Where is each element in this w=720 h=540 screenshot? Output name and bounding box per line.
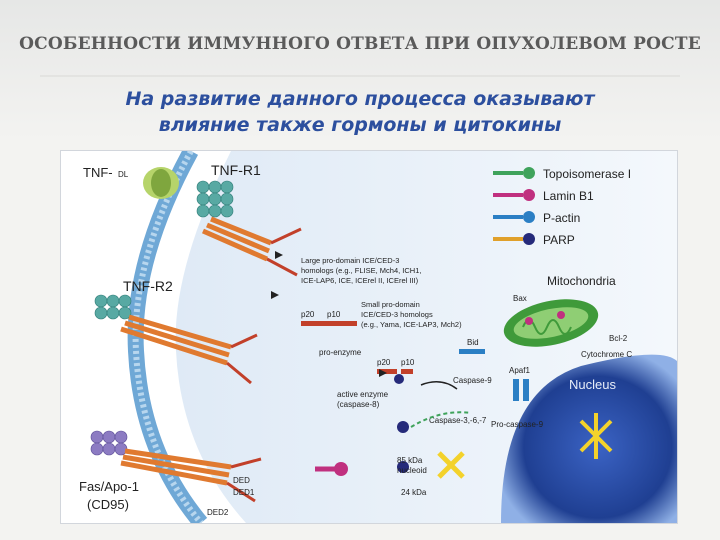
ded-label: DED <box>233 476 250 485</box>
slide-title: ОСОБЕННОСТИ ИММУННОГО ОТВЕТА ПРИ ОПУХОЛЕ… <box>0 34 720 54</box>
slide-subtitle: На развитие данного процесса оказывают в… <box>60 86 660 138</box>
caspase-9-label: Caspase-9 <box>453 376 492 385</box>
cytochrome-c-label: Cytochrome C <box>581 350 632 359</box>
svg-text:PARP: PARP <box>543 233 575 247</box>
pathway-diagram: Nucleus Mitochondria TNF- DL TNF-R1 <box>61 151 677 523</box>
tnf-dl-label: TNF- <box>83 165 113 180</box>
fas-label-line2: (CD95) <box>87 497 129 512</box>
bid-bar <box>459 349 485 354</box>
p10-label-2: p10 <box>401 358 415 367</box>
tnf-dl-ligand <box>143 167 179 199</box>
tnf-r1-label: TNF-R1 <box>211 162 261 178</box>
pro-enzyme-label: pro-enzyme <box>319 348 362 357</box>
pro-caspase-9-label: Pro-caspase-9 <box>491 420 544 429</box>
apoptosis-pathway-figure: Nucleus Mitochondria TNF- DL TNF-R1 <box>60 150 678 524</box>
active-enzyme-line1: active enzyme <box>337 390 389 399</box>
nucleus-label: Nucleus <box>569 377 616 392</box>
cleaved-caspase-bar-small <box>401 369 413 374</box>
active-caspase-dot-2 <box>397 421 409 433</box>
fas-label-line1: Fas/Apo-1 <box>79 479 139 494</box>
procaspase-bar <box>301 321 357 326</box>
kda24-label: 24 kDa <box>401 488 427 497</box>
large-prodomain-line2: homologs (e.g., FLISE, Mch4, ICH1, <box>301 266 421 275</box>
active-enzyme-line2: (caspase-8) <box>337 400 380 409</box>
tnf-r2-label: TNF-R2 <box>123 278 173 294</box>
large-prodomain-line3: ICE-LAP6, ICE, ICErel II, ICErel III) <box>301 276 419 285</box>
subtitle-line-2: влияние также гормоны и цитокины <box>60 112 660 138</box>
subtitle-line-1: На развитие данного процесса оказывают <box>60 86 660 112</box>
large-prodomain-line1: Large pro-domain ICE/CED-3 <box>301 256 399 265</box>
p20-label-1: p20 <box>301 310 315 319</box>
kda85-line1: 85 kDa <box>397 456 423 465</box>
ded1-label: DED1 <box>233 488 255 497</box>
active-caspase-dot-1 <box>394 374 404 384</box>
bcl2-label: Bcl-2 <box>609 334 628 343</box>
small-prodomain-line3: (e.g., Yama, ICE-LAP3, Mch2) <box>361 320 462 329</box>
small-prodomain-line1: Small pro-domain <box>361 300 420 309</box>
mitochondria-label: Mitochondria <box>547 274 616 288</box>
kda85-line2: nucleoid <box>397 466 427 475</box>
svg-text:Lamin B1: Lamin B1 <box>543 189 594 203</box>
ded2-label: DED2 <box>207 508 229 517</box>
bid-label: Bid <box>467 338 479 347</box>
svg-text:Topoisomerase I: Topoisomerase I <box>543 167 631 181</box>
tnf-dl-subscript: DL <box>118 170 129 179</box>
svg-text:P-actin: P-actin <box>543 211 580 225</box>
bax-label: Bax <box>513 294 527 303</box>
caspase-367-label: Caspase-3,-6,-7 <box>429 416 487 425</box>
p10-label-1: p10 <box>327 310 341 319</box>
apaf1-label: Apaf1 <box>509 366 530 375</box>
p20-label-2: p20 <box>377 358 391 367</box>
small-prodomain-line2: ICE/CED-3 homologs <box>361 310 433 319</box>
